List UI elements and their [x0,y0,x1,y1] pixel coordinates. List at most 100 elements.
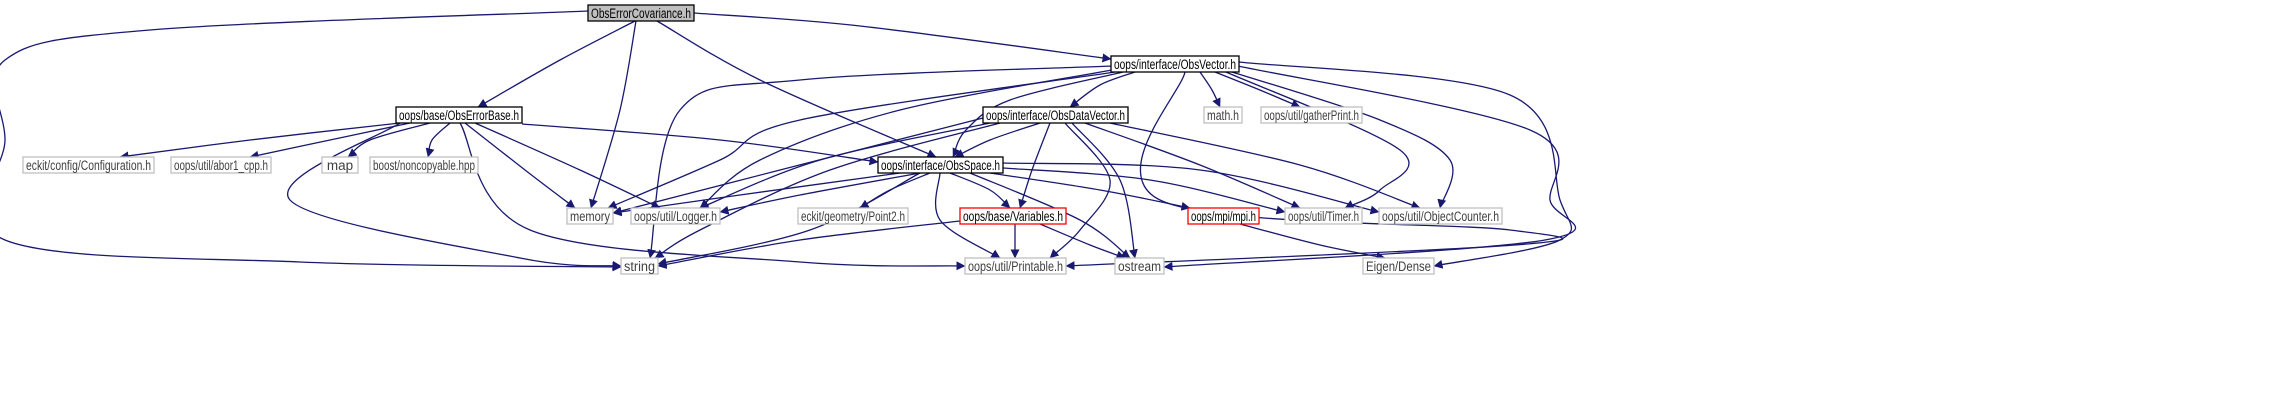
edge-obs_vector-to-object_counter [1231,71,1454,209]
edge-obs_space-to-memory [612,172,901,217]
node-layer: ObsErrorCovariance.h oops/interface/ObsVe… [22,4,1503,275]
node-box [620,257,659,275]
node-label: oops/base/ObsErrorBase.h [399,108,519,123]
edge-mpi-to-eigen_dense [1239,223,1386,261]
edge-obs_vector-to-string [647,65,1113,259]
edge-variables-to-string [657,220,961,269]
node-obs-error-base[interactable]: oops/base/ObsErrorBase.h [395,106,523,124]
node-configuration: eckit/config/Configuration.h [22,156,155,174]
node-label: oops/interface/ObsDataVector.h [986,108,1125,123]
node-logger: oops/util/Logger.h [630,207,721,225]
node-box [1362,257,1435,275]
node-noncopyable: boost/noncopyable.hpp [369,156,479,174]
node-label: memory [570,209,610,224]
edge-obs_error_base-to-string [287,122,622,270]
node-abor1: oops/util/abor1_cpp.h [170,156,272,174]
node-label: oops/util/gatherPrint.h [1264,108,1359,123]
node-box [1187,207,1260,225]
node-obs-vector[interactable]: oops/interface/ObsVector.h [1110,55,1240,73]
node-map: map [321,156,359,174]
node-label: oops/base/Variables.h [963,209,1063,224]
edge-obs_data_vector-to-obs_space [954,122,1041,158]
edge-obs_space-to-object_counter [1002,162,1380,215]
edge-obs_data_vector-to-printable [1049,122,1111,259]
node-label: boost/noncopyable.hpp [373,158,475,173]
node-box [982,106,1129,124]
edge-obs_error_base-to-logger [474,122,661,209]
edge-obs_space-to-variables [949,172,1011,209]
edge-obs_vector-to-obs_data_vector [1069,71,1136,108]
node-math: math.h [1203,106,1243,124]
node-variables[interactable]: oops/base/Variables.h [959,207,1067,225]
edge-layer [0,10,1577,272]
node-obs-space[interactable]: oops/interface/ObsSpace.h [877,156,1004,174]
edge-obs_error_base-to-configuration [119,122,401,161]
node-printable: oops/util/Printable.h [964,257,1067,275]
node-memory: memory [566,207,614,225]
edge-obs_data_vector-to-memory [612,117,984,216]
edge-obs_error_covariance-to-string [0,10,622,272]
edge-obs_data_vector-to-string [654,122,1001,259]
node-timer: oops/util/Timer.h [1284,207,1363,225]
edge-obs_error_base-to-memory [464,122,576,209]
node-box [797,207,909,225]
edge-obs_space-to-printable [934,172,1001,259]
node-point2: eckit/geometry/Point2.h [797,207,909,225]
node-label: string [624,259,655,274]
node-box [1203,106,1243,124]
edge-obs_space-to-ostream [969,172,1131,259]
edge-obs_vector-to-eigen_dense [1238,61,1573,269]
node-box [566,207,614,225]
node-obs-data-vector[interactable]: oops/interface/ObsDataVector.h [982,106,1129,124]
node-gather-print: oops/util/gatherPrint.h [1260,106,1363,124]
node-label: Eigen/Dense [1366,259,1431,274]
node-box [395,106,523,124]
node-label: oops/util/abor1_cpp.h [174,158,268,173]
edge-obs_data_vector-to-object_counter [1109,122,1421,210]
node-ostream: ostream [1114,257,1165,275]
node-box [22,156,155,174]
node-label: oops/interface/ObsSpace.h [881,158,1000,173]
edge-obs_space-to-mpi [989,172,1191,211]
node-label: oops/util/Timer.h [1288,209,1359,224]
edge-obs_vector-to-math [1199,71,1221,108]
node-box [959,207,1067,225]
node-label: oops/util/ObjectCounter.h [1382,209,1499,224]
node-mpi[interactable]: oops/mpi/mpi.h [1187,207,1260,225]
edge-obs_space-to-string [657,172,921,267]
node-label: eckit/config/Configuration.h [26,158,151,173]
node-label: math.h [1207,108,1239,123]
node-box [964,257,1067,275]
edge-obs_vector-to-printable [1065,71,1564,271]
edge-obs_error_base-to-abor1 [249,122,411,160]
node-box [170,156,272,174]
edge-obs_vector-to-logger [699,69,1113,209]
edge-obs_error_base-to-printable [459,122,966,271]
edge-obs_error_covariance-to-obs_vector [693,12,1112,63]
node-label: oops/mpi/mpi.h [1191,209,1256,224]
edge-obs_space-to-logger [719,172,921,215]
node-obs-error-covariance[interactable]: ObsErrorCovariance.h [587,4,695,22]
edge-obs_error_base-to-noncopyable [425,122,451,158]
node-label: ostream [1118,259,1161,274]
node-label: ObsErrorCovariance.h [591,6,691,21]
edge-obs_data_vector-to-ostream [1071,122,1138,259]
node-box [1260,106,1363,124]
node-label: oops/interface/ObsVector.h [1114,57,1236,72]
edge-obs_error_covariance-to-obs_error_base [477,20,636,108]
edge-obs_error_base-to-obs_space [521,123,879,166]
edge-obs_vector-to-timer [1225,71,1410,209]
node-box [1114,257,1165,275]
node-box [587,4,695,22]
node-object-counter: oops/util/ObjectCounter.h [1378,207,1503,225]
node-box [1378,207,1503,225]
edge-obs_vector-to-gather_print [1214,71,1301,108]
node-box [1110,55,1240,73]
node-eigen-dense: Eigen/Dense [1362,257,1435,275]
node-box [630,207,721,225]
edge-variables-to-ostream [1039,223,1126,260]
edge-obs_vector-to-memory [607,71,1116,209]
node-label: oops/util/Printable.h [968,259,1063,274]
node-label: oops/util/Logger.h [634,209,717,224]
